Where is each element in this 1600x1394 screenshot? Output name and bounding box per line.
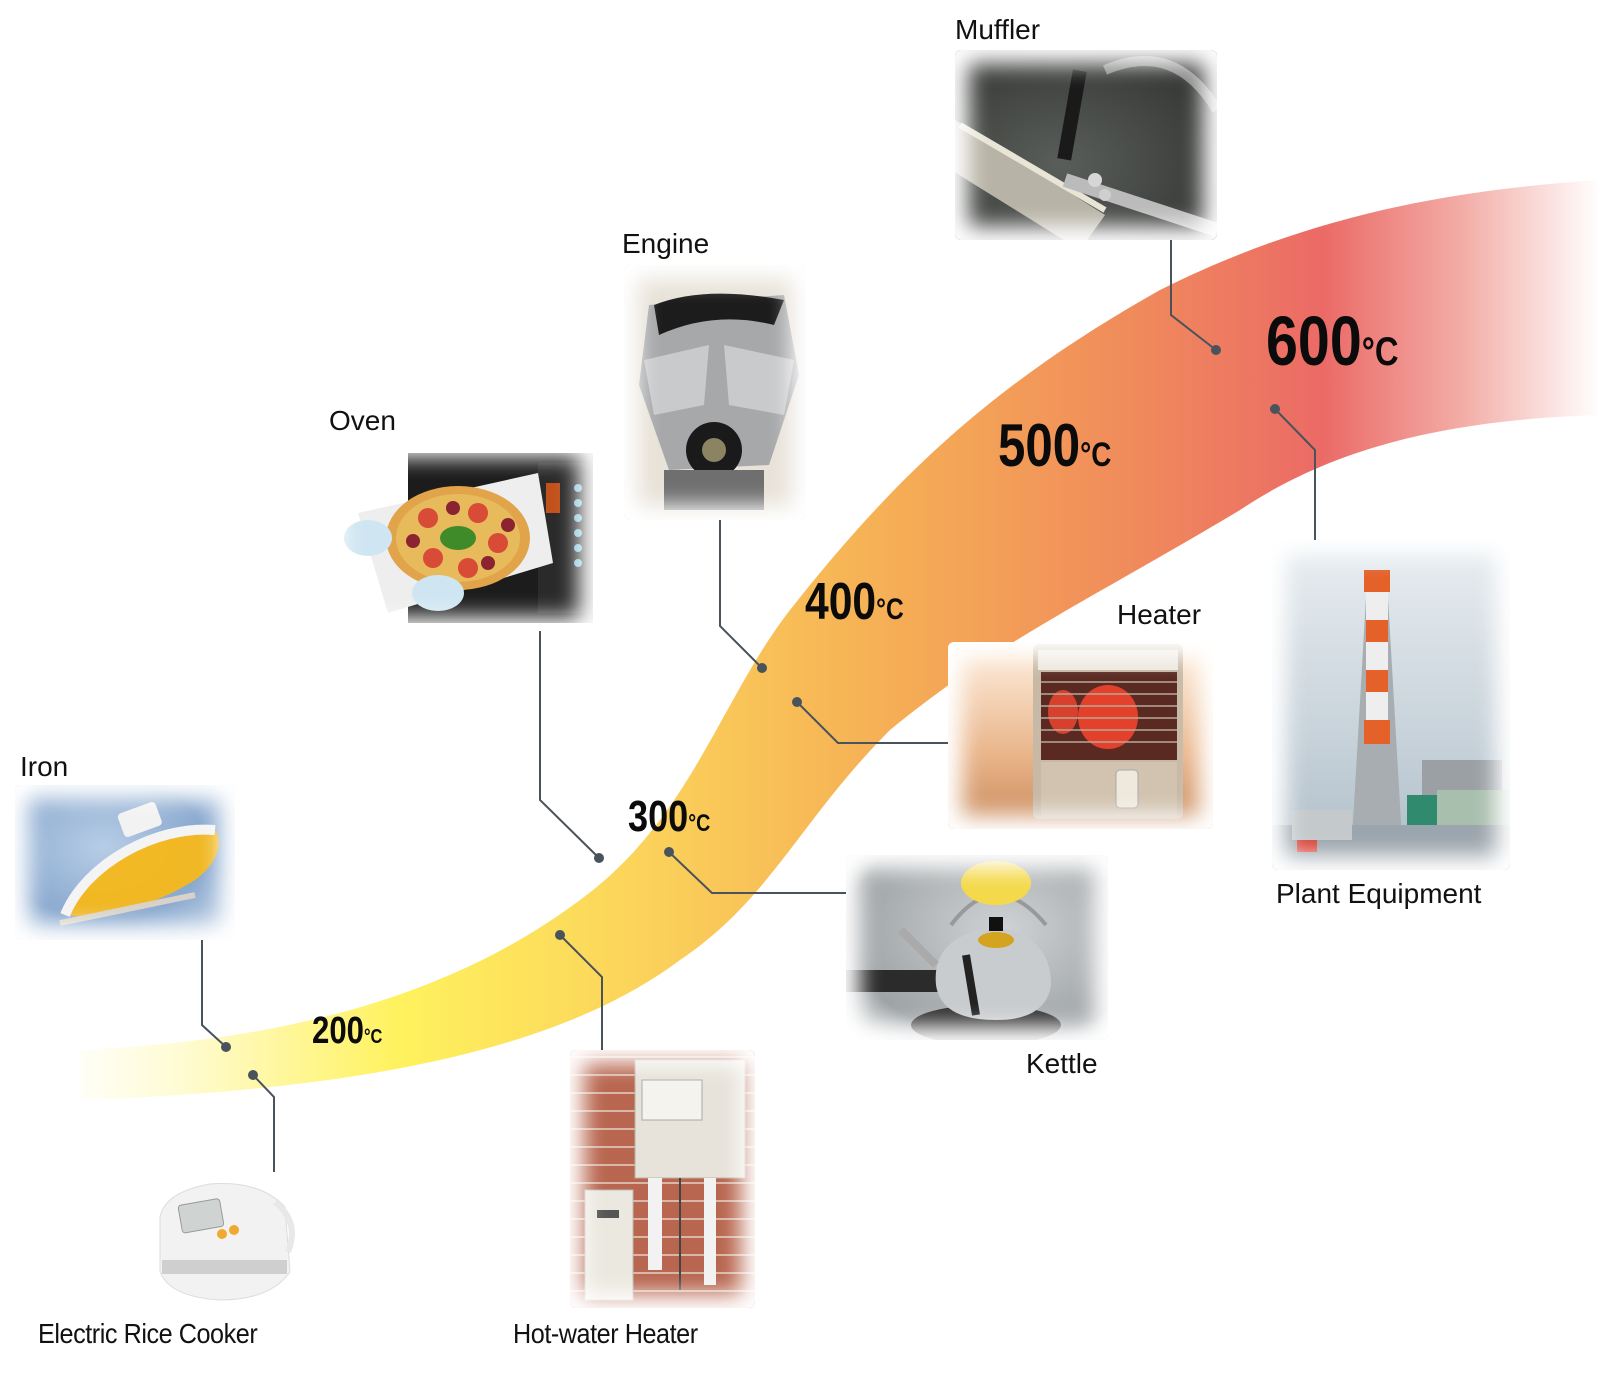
temp-label-300: 300°C <box>628 792 711 841</box>
iron-photo <box>15 785 235 940</box>
plant-photo <box>1272 540 1510 870</box>
rice-cooker-photo <box>150 1172 300 1307</box>
temp-label-600: 600°C <box>1266 302 1399 380</box>
label-muffler: Muffler <box>955 14 1041 45</box>
label-plant-equipment: Plant Equipment <box>1276 878 1482 909</box>
connector-dots <box>221 345 1280 1080</box>
engine-photo <box>624 265 806 520</box>
connector-lines <box>201 235 1316 1175</box>
label-rice-cooker: Electric Rice Cooker <box>38 1318 258 1349</box>
temperature-band <box>80 180 1600 1100</box>
label-kettle: Kettle <box>1026 1048 1098 1079</box>
temp-label-400: 400°C <box>805 573 904 631</box>
label-engine: Engine <box>622 228 710 259</box>
label-hot-water-heater: Hot-water Heater <box>513 1318 698 1349</box>
temp-label-200: 200°C <box>312 1010 383 1052</box>
heater-photo <box>948 642 1213 829</box>
oven-photo <box>328 443 593 631</box>
label-oven: Oven <box>329 405 396 436</box>
muffler-photo <box>955 50 1217 240</box>
hot-water-heater-photo <box>570 1050 755 1308</box>
label-iron: Iron <box>20 751 69 782</box>
label-heater: Heater <box>1117 599 1202 630</box>
temp-label-500: 500°C <box>998 412 1112 479</box>
kettle-photo <box>846 855 1108 1040</box>
